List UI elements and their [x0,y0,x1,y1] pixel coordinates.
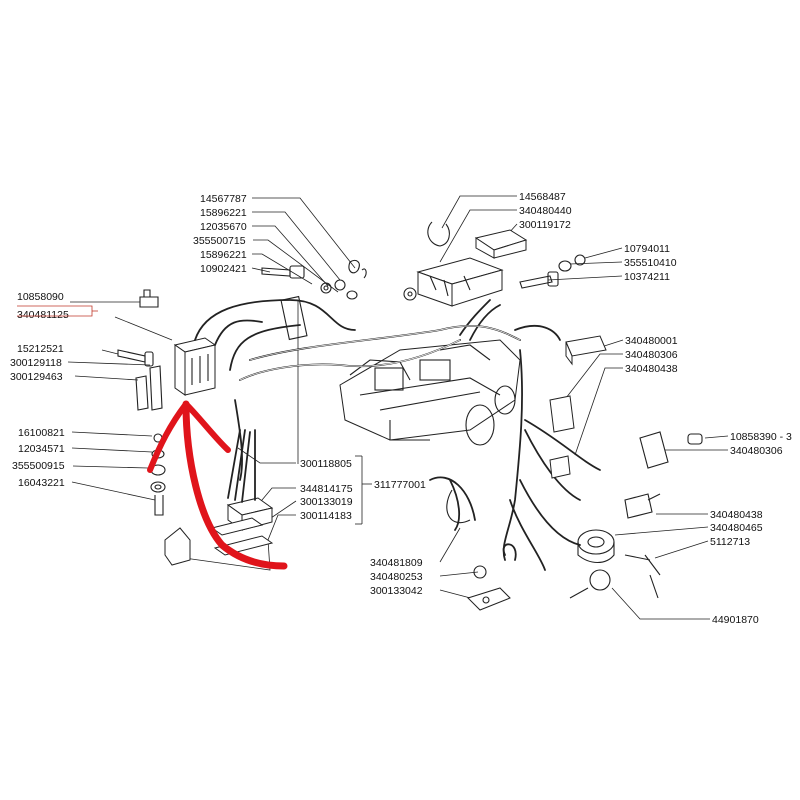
part-label-340480306-a: 340480306 [625,349,678,361]
part-label-355510410: 355510410 [624,257,677,269]
part-label-340481809: 340481809 [370,557,423,569]
center-connectors [210,295,308,556]
red-highlight-arrow [147,400,288,570]
part-number-labels: 14567787 15896221 12035670 355500715 158… [10,191,792,626]
right-components [446,335,703,611]
leader-lines [67,195,729,620]
part-label-300129463: 300129463 [10,371,63,383]
part-label-10794011: 10794011 [624,243,670,255]
part-label-340481125: 340481125 [17,309,69,321]
part-label-355500715: 355500715 [193,235,246,247]
part-label-340480306-b: 340480306 [730,445,783,457]
part-label-10902421: 10902421 [200,263,247,275]
part-label-10374211: 10374211 [624,271,670,283]
part-label-16043221: 16043221 [18,477,65,489]
part-label-340480001: 340480001 [625,335,678,347]
part-label-340480438-b: 340480438 [710,509,763,521]
part-label-300129118: 300129118 [10,357,62,369]
part-label-15212521: 15212521 [17,343,64,355]
part-label-300119172: 300119172 [519,219,571,231]
part-label-300133019: 300133019 [300,496,353,508]
part-label-355500915: 355500915 [12,460,65,472]
highlighted-leader-340481125 [17,305,98,317]
top-center-relay-unit [403,221,528,307]
part-label-300118805: 300118805 [300,458,352,470]
part-label-300114183: 300114183 [300,510,352,522]
part-label-340480440: 340480440 [519,205,572,217]
part-label-300133042: 300133042 [370,585,423,597]
part-label-10858090: 10858090 [17,291,64,303]
top-right-fasteners [519,254,586,289]
top-left-fasteners [261,259,367,300]
part-label-15896221-a: 15896221 [200,207,247,219]
part-label-16100821: 16100821 [18,427,65,439]
harness-wires [194,299,601,571]
main-harness-assembly [339,339,521,446]
part-label-311777001: 311777001 [374,479,426,491]
part-label-15896221-b: 15896221 [200,249,247,261]
part-label-340480438-a: 340480438 [625,363,678,375]
part-label-12035670: 12035670 [200,221,247,233]
part-label-344814175: 344814175 [300,483,353,495]
part-label-5112713: 5112713 [710,536,750,548]
part-label-10858390: 10858390 - 3 [730,431,792,443]
part-label-14568487: 14568487 [519,191,566,203]
part-label-44901870: 44901870 [712,614,759,626]
part-label-340480253: 340480253 [370,571,423,583]
part-label-14567787: 14567787 [200,193,247,205]
left-components [117,289,217,566]
part-label-12034571: 12034571 [18,443,65,455]
part-label-340480465: 340480465 [710,522,763,534]
